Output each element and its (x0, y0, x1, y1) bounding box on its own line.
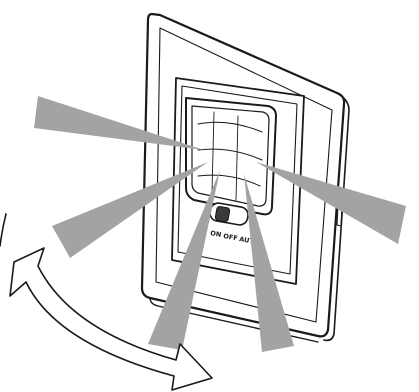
detection-beam (52, 162, 208, 258)
switch-label-middle: OFF (223, 232, 239, 242)
detection-beam (148, 170, 220, 350)
detection-beam (256, 162, 406, 244)
pir-lens-housing (186, 98, 276, 214)
switch-label-left: ON (210, 229, 222, 239)
detection-beam (34, 96, 204, 150)
detection-beam (244, 174, 294, 352)
switch-knob (215, 206, 230, 222)
detection-beam-edge (0, 214, 6, 246)
